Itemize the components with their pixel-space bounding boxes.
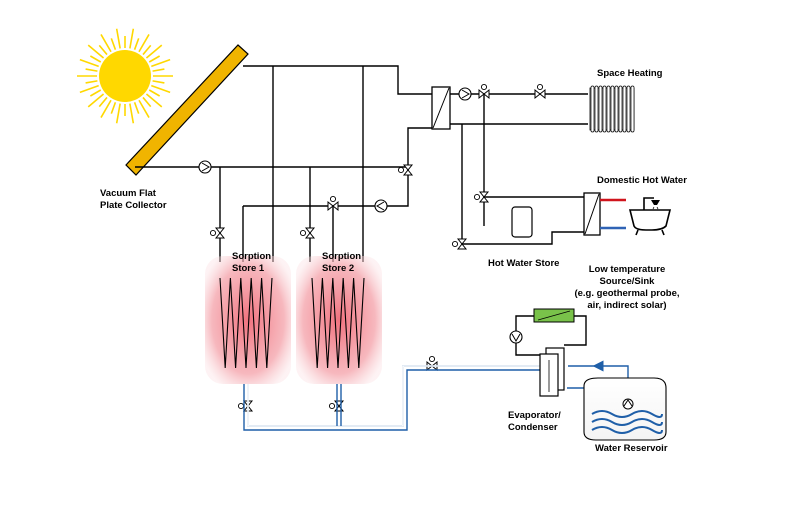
domestic-hot-water-label: Domestic Hot Water	[597, 175, 687, 186]
valve-icon	[237, 400, 254, 412]
central-heat-exchanger	[431, 86, 451, 130]
valve-icon	[426, 355, 438, 372]
sun-icon	[77, 28, 173, 124]
pump-icon-source	[509, 330, 523, 344]
pump-icon-heating	[458, 87, 472, 101]
main-piping	[135, 65, 588, 262]
valve-icon	[451, 238, 468, 250]
radiator-icon	[589, 85, 635, 133]
store2-label-line2: Store 2	[322, 263, 354, 274]
collector-label-line1: Vacuum Flat	[100, 188, 157, 199]
valves	[209, 83, 546, 412]
water-reservoir-label: Water Reservoir	[595, 443, 668, 454]
hot-water-store-label: Hot Water Store	[488, 258, 559, 269]
water-vapour-piping	[243, 360, 629, 431]
bathtub-icon	[628, 197, 672, 236]
lowtemp-label-line3: (e.g. geothermal probe,	[574, 288, 679, 299]
evaporator-label-line2: Condenser	[508, 422, 558, 433]
vacuum-flat-plate-collector	[125, 44, 249, 176]
valve-icon	[473, 191, 490, 203]
lowtemp-label-line2: Source/Sink	[600, 276, 656, 287]
sorption-store-2	[296, 256, 382, 384]
pump-icon-store-loop	[374, 199, 388, 213]
dhw-heat-exchanger	[583, 192, 626, 236]
valve-icon	[327, 195, 339, 212]
hot-water-store-tank	[511, 206, 533, 238]
space-heating-label: Space Heating	[597, 68, 663, 79]
valve-icon	[397, 164, 414, 176]
valve-icon	[209, 227, 226, 239]
low-temperature-source-loop	[515, 308, 587, 356]
valve-icon	[299, 227, 316, 239]
valve-icon	[478, 83, 490, 100]
collector-label-line2: Plate Collector	[100, 200, 167, 211]
evaporator-condenser	[539, 347, 565, 397]
sorption-store-1	[205, 256, 291, 384]
lowtemp-label-line1: Low temperature	[589, 264, 666, 275]
store2-label-line1: Sorption	[322, 251, 361, 262]
store1-label-line2: Store 1	[232, 263, 265, 274]
store1-label-line1: Sorption	[232, 251, 271, 262]
valve-icon	[534, 83, 546, 100]
water-reservoir-tank	[583, 377, 667, 441]
pump-icon-collector	[198, 160, 212, 174]
evaporator-label-line1: Evaporator/	[508, 410, 561, 421]
lowtemp-label-line4: air, indirect solar)	[587, 300, 666, 311]
